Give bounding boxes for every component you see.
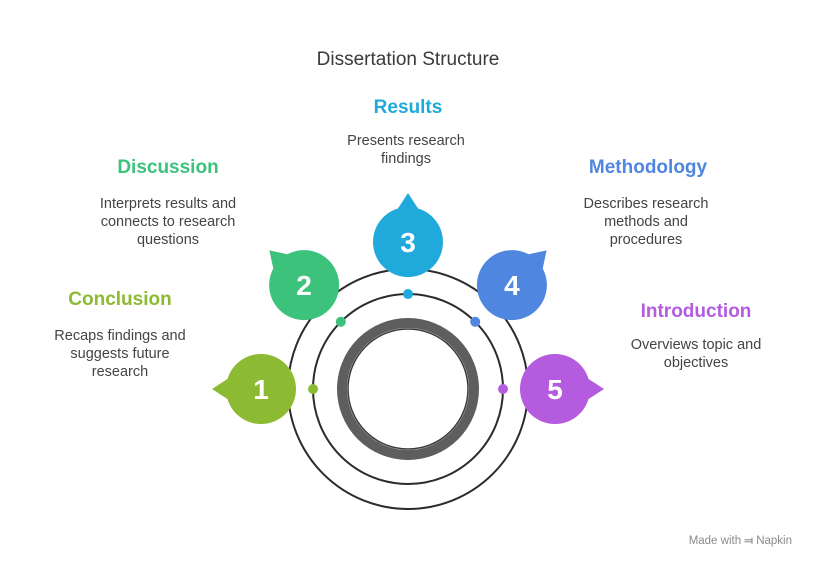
- step-markers: 1 2 3 4 5: [212, 193, 604, 424]
- step-1-title: Conclusion: [68, 289, 172, 310]
- step-2-description: Interprets results and connects to resea…: [99, 196, 237, 248]
- step-4-bubble: 4: [476, 250, 547, 321]
- center-hub: [337, 318, 479, 460]
- step-5-bubble-circle: [520, 354, 590, 424]
- step-3-bubble-circle: [373, 207, 443, 277]
- step-2-ring-dot: [335, 316, 346, 327]
- napkin-logo-icon: ⫤: [744, 535, 753, 547]
- step-5-number: 5: [547, 374, 563, 405]
- step-1-number: 1: [253, 374, 269, 405]
- step-1-description: Recaps findings and suggests future rese…: [54, 328, 186, 380]
- made-with-label: Made with: [688, 535, 742, 547]
- step-2-number: 2: [296, 270, 312, 301]
- step-1-bubble-circle: [226, 354, 296, 424]
- step-2-title: Discussion: [117, 157, 219, 178]
- center-hub-inner-line: [347, 328, 469, 450]
- step-3-ring-dot: [403, 289, 413, 299]
- step-3-number: 3: [400, 227, 416, 258]
- step-4-ring-dot: [470, 316, 481, 327]
- step-3-bubble: 3: [373, 193, 443, 277]
- step-5-description: Overviews topic and objectives: [630, 337, 762, 371]
- step-3-title: Results: [373, 97, 443, 118]
- step-2-bubble-circle: [269, 250, 340, 321]
- diagram-title: Dissertation Structure: [316, 49, 500, 70]
- brand-label: Napkin: [756, 535, 792, 547]
- step-4-number: 4: [504, 270, 520, 301]
- step-5-title: Introduction: [640, 301, 752, 322]
- step-3-description: Presents research findings: [347, 133, 465, 167]
- step-4-description: Describes research methods and procedure…: [583, 196, 709, 248]
- step-4-bubble-circle: [476, 250, 547, 321]
- step-1-bubble: 1: [212, 354, 296, 424]
- step-2-bubble: 2: [269, 250, 340, 321]
- step-5-ring-dot: [498, 384, 508, 394]
- step-1-ring-dot: [308, 384, 318, 394]
- step-5-bubble: 5: [520, 354, 604, 424]
- made-with-napkin: Made with ⫤ Napkin: [689, 535, 792, 548]
- step-4-title: Methodology: [588, 157, 708, 178]
